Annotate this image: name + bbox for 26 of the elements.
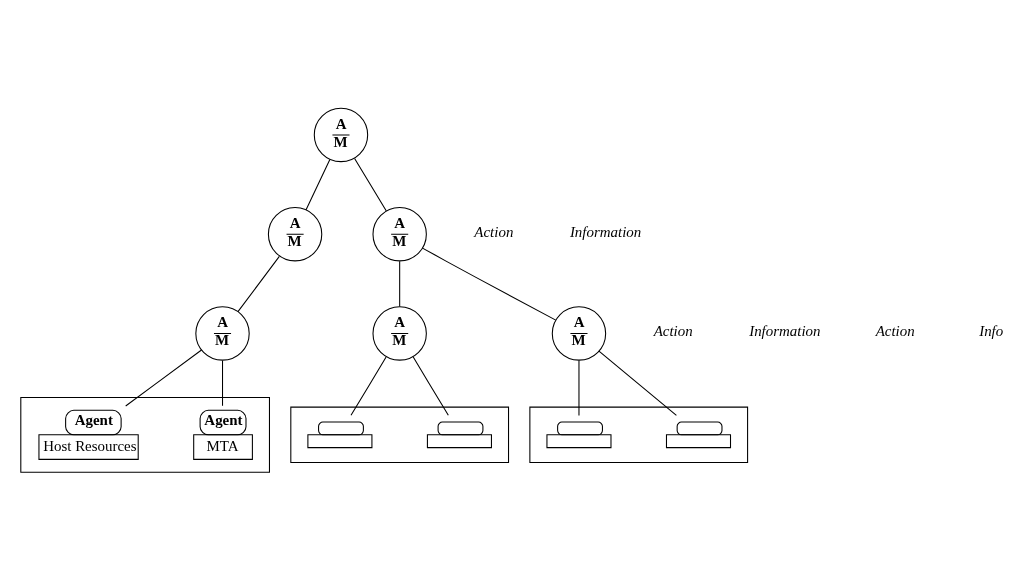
connector — [421, 247, 557, 321]
label: Information — [569, 223, 642, 240]
node-circle: A M — [267, 206, 323, 261]
connector — [237, 255, 280, 312]
cluster — [20, 396, 270, 473]
label: Action — [875, 322, 915, 339]
label: Info — [979, 322, 1004, 339]
connector — [598, 350, 677, 416]
node-circle: A M — [551, 305, 607, 361]
connector — [412, 356, 449, 416]
connector — [354, 157, 387, 212]
label: Action — [653, 322, 693, 339]
node-circle: A M — [372, 305, 427, 361]
label: Action — [474, 223, 514, 240]
cluster — [529, 406, 749, 463]
connector — [305, 158, 331, 210]
label: Information — [749, 322, 821, 339]
node-circle: A M — [313, 107, 369, 162]
connector — [350, 356, 387, 416]
node-circle: A M — [372, 206, 427, 261]
connector — [125, 349, 203, 407]
connector — [399, 260, 401, 307]
connector — [221, 359, 224, 406]
node-circle: A M — [195, 305, 250, 361]
connector — [578, 359, 580, 416]
cluster — [290, 406, 510, 463]
